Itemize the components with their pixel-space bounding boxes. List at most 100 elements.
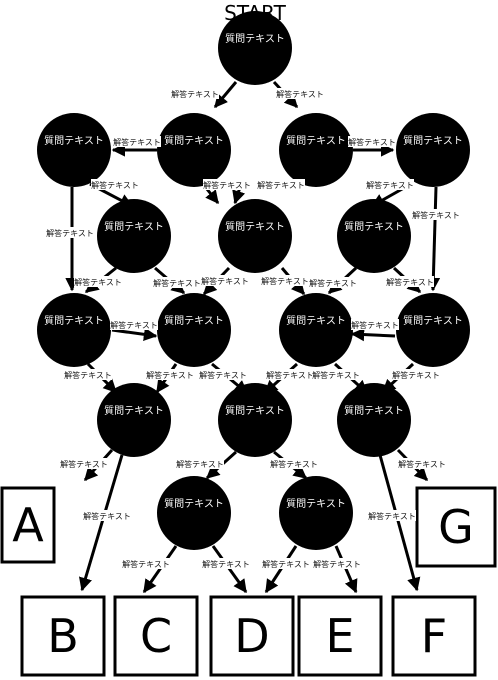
answer-label-bg bbox=[412, 209, 460, 220]
question-node bbox=[97, 383, 171, 457]
question-text: 質問テキスト bbox=[225, 32, 285, 45]
answer-label-bg bbox=[257, 179, 305, 190]
question-node bbox=[218, 199, 292, 273]
answer-label: 解答テキスト bbox=[309, 278, 357, 288]
outcome-letter-d: D bbox=[234, 609, 269, 663]
flow-arrow bbox=[78, 454, 124, 592]
question-node bbox=[396, 293, 470, 367]
question-text: 質問テキスト bbox=[403, 134, 463, 147]
question-node bbox=[37, 113, 111, 187]
answer-label: 解答テキスト bbox=[276, 89, 324, 99]
question-node bbox=[279, 293, 353, 367]
answer-label-bg bbox=[386, 276, 434, 287]
answer-label: 解答テキスト bbox=[64, 370, 112, 380]
answer-label: 解答テキスト bbox=[312, 370, 360, 380]
answer-label: 解答テキスト bbox=[110, 320, 158, 330]
flow-arrow bbox=[426, 186, 441, 292]
answer-label-bg bbox=[171, 88, 219, 99]
answer-label-bg bbox=[203, 179, 251, 190]
answer-label: 解答テキスト bbox=[266, 370, 314, 380]
answer-label-bg bbox=[262, 558, 310, 569]
flow-arrow bbox=[213, 81, 238, 109]
outcome-box-d bbox=[209, 595, 295, 677]
flow-arrow bbox=[111, 327, 158, 342]
answer-label: 解答テキスト bbox=[412, 210, 460, 220]
question-text: 質問テキスト bbox=[44, 134, 104, 147]
question-text: 質問テキスト bbox=[104, 220, 164, 233]
question-text: 質問テキスト bbox=[104, 404, 164, 417]
answer-label-bg bbox=[110, 319, 158, 330]
answer-label: 解答テキスト bbox=[392, 370, 440, 380]
answer-label: 解答テキスト bbox=[83, 511, 131, 521]
answer-label-bg bbox=[313, 558, 361, 569]
question-node bbox=[37, 293, 111, 367]
answer-label: 解答テキスト bbox=[171, 89, 219, 99]
outcome-letter-c: C bbox=[140, 609, 172, 663]
outcome-box-f bbox=[391, 595, 477, 677]
answer-label: 解答テキスト bbox=[91, 180, 139, 190]
outcome-letter-g: G bbox=[438, 500, 474, 554]
question-text: 質問テキスト bbox=[403, 314, 463, 327]
answer-label-bg bbox=[366, 179, 414, 190]
answer-label: 解答テキスト bbox=[146, 370, 194, 380]
answer-label-bg bbox=[270, 458, 318, 469]
answer-label-bg bbox=[202, 558, 250, 569]
question-node bbox=[157, 476, 231, 550]
question-text: 質問テキスト bbox=[225, 404, 285, 417]
outcome-box-g bbox=[415, 486, 497, 568]
answer-label: 解答テキスト bbox=[313, 559, 361, 569]
question-text: 質問テキスト bbox=[286, 134, 346, 147]
question-node bbox=[279, 113, 353, 187]
question-text: 質問テキスト bbox=[164, 314, 224, 327]
answer-label-bg bbox=[199, 369, 247, 380]
answer-label: 解答テキスト bbox=[113, 137, 161, 147]
answer-label: 解答テキスト bbox=[74, 277, 122, 287]
answer-label-bg bbox=[64, 369, 112, 380]
answer-label: 解答テキスト bbox=[368, 511, 416, 521]
answer-label: 解答テキスト bbox=[386, 277, 434, 287]
outcome-box-e bbox=[297, 595, 383, 677]
answer-label-bg bbox=[398, 458, 446, 469]
answer-label: 解答テキスト bbox=[261, 276, 309, 286]
answer-label-bg bbox=[312, 369, 360, 380]
answer-label: 解答テキスト bbox=[60, 459, 108, 469]
answer-label: 解答テキスト bbox=[257, 180, 305, 190]
answer-label-bg bbox=[392, 369, 440, 380]
answer-label-bg bbox=[122, 558, 170, 569]
answer-label: 解答テキスト bbox=[203, 180, 251, 190]
answer-label: 解答テキスト bbox=[122, 559, 170, 569]
question-text: 質問テキスト bbox=[225, 220, 285, 233]
question-node bbox=[218, 383, 292, 457]
answer-label: 解答テキスト bbox=[46, 228, 94, 238]
answer-label: 解答テキスト bbox=[202, 559, 250, 569]
question-node bbox=[157, 293, 231, 367]
question-nodes: 質問テキスト質問テキスト質問テキスト質問テキスト質問テキスト質問テキスト質問テキ… bbox=[37, 11, 470, 550]
answer-label-bg bbox=[60, 458, 108, 469]
answer-label: 解答テキスト bbox=[398, 459, 446, 469]
answer-label-bg bbox=[309, 277, 357, 288]
answer-label-bg bbox=[91, 179, 139, 190]
question-node bbox=[279, 476, 353, 550]
question-node bbox=[337, 383, 411, 457]
answer-label-bg bbox=[276, 88, 324, 99]
outcome-letter-a: A bbox=[12, 498, 44, 552]
outcome-box-c bbox=[113, 595, 199, 677]
answer-label: 解答テキスト bbox=[366, 180, 414, 190]
answer-label-bg bbox=[368, 510, 416, 521]
question-text: 質問テキスト bbox=[286, 497, 346, 510]
outcome-box-a bbox=[0, 486, 56, 564]
question-text: 質問テキスト bbox=[164, 134, 224, 147]
answer-label-bg bbox=[201, 275, 249, 286]
answer-labels: 解答テキスト解答テキスト解答テキスト解答テキスト解答テキスト解答テキスト解答テキ… bbox=[46, 88, 460, 569]
question-node bbox=[218, 11, 292, 85]
answer-label-bg bbox=[261, 275, 309, 286]
answer-label-bg bbox=[83, 510, 131, 521]
answer-label: 解答テキスト bbox=[270, 459, 318, 469]
question-text: 質問テキスト bbox=[286, 314, 346, 327]
flow-arrow bbox=[378, 454, 421, 592]
outcome-letter-e: E bbox=[325, 609, 354, 663]
answer-label: 解答テキスト bbox=[262, 559, 310, 569]
answer-label: 解答テキスト bbox=[201, 276, 249, 286]
outcome-letter-b: B bbox=[47, 609, 79, 663]
answer-label: 解答テキスト bbox=[176, 459, 224, 469]
